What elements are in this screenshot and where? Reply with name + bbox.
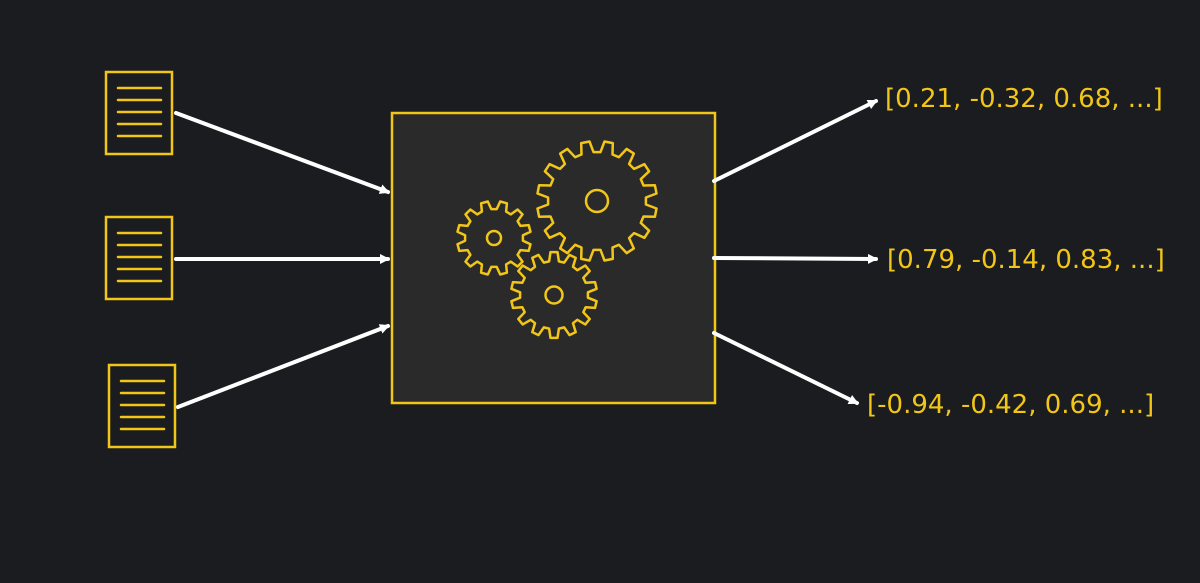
document-icon xyxy=(104,70,174,156)
gears-icon xyxy=(456,140,658,340)
output-arrow xyxy=(712,331,859,405)
embedding-vector-label: [0.21, -0.32, 0.68, ...] xyxy=(885,84,1163,114)
small-gear-icon xyxy=(456,200,532,276)
large-gear-icon xyxy=(536,140,658,262)
output-arrow xyxy=(712,99,878,183)
embedding-vector-label: [-0.94, -0.42, 0.69, ...] xyxy=(867,390,1155,420)
document-icon xyxy=(104,215,174,301)
document-icon xyxy=(107,363,177,449)
model-box xyxy=(390,111,717,405)
input-arrow xyxy=(174,111,390,194)
output-arrow xyxy=(712,253,878,264)
input-arrow xyxy=(176,324,390,409)
embedding-vector-label: [0.79, -0.14, 0.83, ...] xyxy=(887,245,1165,275)
medium-gear-icon xyxy=(510,250,598,340)
